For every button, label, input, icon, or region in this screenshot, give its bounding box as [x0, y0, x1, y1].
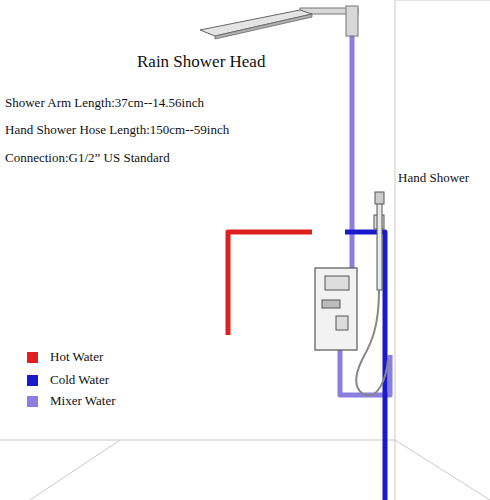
dimension-label: Shower Arm Length:37cm--14.56inch: [5, 95, 204, 111]
legend-swatch: [27, 375, 38, 386]
part-label: Rain Shower Head: [137, 52, 265, 72]
legend-swatch: [27, 352, 38, 363]
legend-text: Cold Water: [50, 372, 109, 388]
connection-label: Connection:G1/2” US Standard: [5, 150, 170, 166]
legend-row: Mixer Water: [27, 393, 116, 409]
legend-text: Hot Water: [50, 349, 103, 365]
legend-text: Mixer Water: [50, 393, 116, 409]
legend-swatch: [27, 396, 38, 407]
part-label: Hand Shower: [398, 170, 469, 186]
dimension-label: Hand Shower Hose Length:150cm--59inch: [5, 122, 229, 138]
legend-row: Hot Water: [27, 349, 103, 365]
legend-row: Cold Water: [27, 372, 109, 388]
